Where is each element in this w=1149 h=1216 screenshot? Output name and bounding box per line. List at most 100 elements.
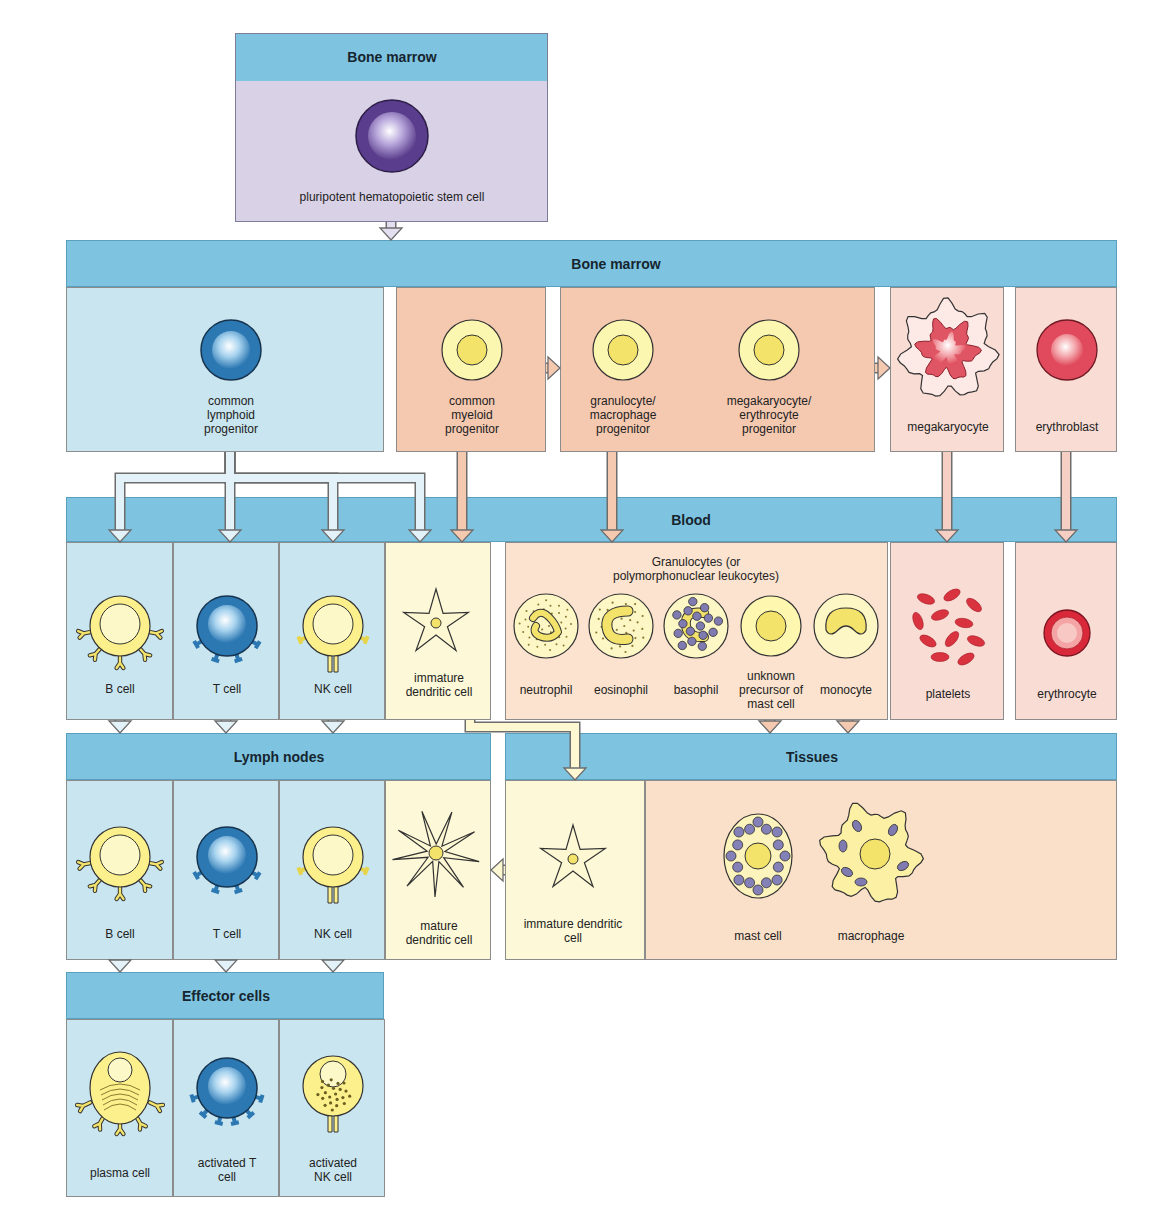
arrow-outline bbox=[1061, 452, 1072, 531]
cell-circle bbox=[208, 836, 246, 874]
label-slot: plasma cell bbox=[70, 1166, 170, 1180]
cell-circle bbox=[679, 620, 687, 628]
connector-fills bbox=[109, 222, 1077, 972]
cell-circle bbox=[558, 612, 560, 614]
cell-path bbox=[139, 879, 150, 891]
cell-circle bbox=[550, 631, 552, 633]
cell-path bbox=[252, 641, 260, 648]
cell-circle bbox=[100, 604, 140, 644]
arrow-shaft bbox=[222, 960, 230, 961]
cell-circle bbox=[341, 1096, 344, 1099]
cell-circle bbox=[637, 621, 639, 623]
cell-circle bbox=[566, 609, 568, 611]
cell-label: neutrophil bbox=[510, 683, 582, 697]
cell-path bbox=[334, 1115, 338, 1132]
cell-circle bbox=[528, 637, 530, 639]
cell-circle bbox=[780, 851, 790, 861]
cell-circle bbox=[617, 636, 619, 638]
label-slot: B cell bbox=[70, 927, 170, 941]
cell-circle bbox=[565, 616, 567, 618]
region-band: Lymph nodes bbox=[66, 733, 491, 780]
arrow-shaft bbox=[502, 866, 505, 874]
cell-path bbox=[826, 608, 866, 634]
cell-circle bbox=[623, 625, 625, 627]
cell-path bbox=[194, 872, 202, 879]
cell-circle bbox=[313, 604, 353, 644]
cell-circle bbox=[607, 630, 609, 632]
cell-panel: erythrocyte bbox=[1015, 542, 1117, 720]
arrow-shaft bbox=[1062, 452, 1070, 531]
label-slot: megakaryocyte/ erythrocyte progenitor bbox=[714, 394, 824, 436]
cell-circle bbox=[544, 644, 546, 646]
cell-eos bbox=[589, 594, 653, 658]
cell-circle bbox=[339, 1088, 342, 1091]
cell-path bbox=[136, 1117, 145, 1130]
arrow-shaft bbox=[943, 452, 951, 531]
cell-prec bbox=[741, 596, 801, 656]
cell-panel: common myeloid progenitor bbox=[396, 287, 546, 452]
cell-circle bbox=[714, 617, 722, 625]
label-slot: basophil bbox=[660, 683, 732, 697]
cell-ellipse bbox=[839, 840, 847, 852]
cell-circle bbox=[336, 1082, 339, 1085]
region-band: Effector cells bbox=[66, 972, 384, 1019]
cell-circle bbox=[689, 597, 697, 605]
cell-circle bbox=[745, 843, 771, 869]
cell-label: B cell bbox=[70, 927, 170, 941]
cell-path bbox=[607, 611, 628, 640]
cell-label: unknown precursor of mast cell bbox=[735, 669, 807, 711]
cell-path bbox=[231, 1116, 239, 1124]
cell-circle bbox=[550, 605, 552, 607]
arrow-outline bbox=[225, 452, 236, 531]
cell-path bbox=[933, 332, 966, 366]
cell-circle bbox=[537, 604, 539, 606]
cell-circle bbox=[631, 645, 633, 647]
cell-circle bbox=[429, 846, 443, 860]
cell-path bbox=[200, 1110, 208, 1118]
arrow-outline bbox=[875, 363, 879, 374]
cell-mega bbox=[898, 298, 1000, 396]
arrow-head bbox=[878, 357, 890, 379]
cell-circle bbox=[753, 817, 763, 827]
cell-panel: plasma cell bbox=[66, 1019, 173, 1197]
label-slot: platelets bbox=[896, 687, 1000, 701]
cell-label: macrophage bbox=[821, 929, 921, 943]
cell-ellipse bbox=[887, 823, 900, 837]
arrow-head bbox=[322, 530, 344, 542]
cell-label: NK cell bbox=[283, 682, 383, 696]
cell-circle bbox=[699, 631, 707, 639]
cell-circle bbox=[201, 320, 261, 380]
cell-path bbox=[77, 1102, 90, 1111]
source-box: Bone marrow pluripotent hematopoietic ste… bbox=[235, 33, 548, 222]
cell-circle bbox=[773, 840, 783, 850]
cell-circle bbox=[336, 1098, 339, 1101]
cell-circle bbox=[684, 607, 692, 615]
cell-circle bbox=[514, 594, 578, 658]
label-slot: NK cell bbox=[283, 682, 383, 696]
cell-path bbox=[117, 655, 124, 668]
cell-path bbox=[215, 1116, 223, 1124]
cell-circle bbox=[616, 629, 618, 631]
label-slot: Bone marrow bbox=[247, 48, 537, 66]
cell-circle bbox=[745, 824, 755, 834]
cell-circle bbox=[566, 636, 568, 638]
cell-circle bbox=[698, 642, 706, 650]
label-slot: unknown precursor of mast cell bbox=[735, 669, 807, 711]
cell-circle bbox=[761, 878, 771, 888]
cell-circle bbox=[664, 594, 728, 658]
label-slot: granulocyte/ macrophage progenitor bbox=[578, 394, 668, 436]
cell-label: pluripotent hematopoietic stem cell bbox=[242, 190, 542, 204]
cell-circle bbox=[334, 1092, 337, 1095]
cell-circle bbox=[606, 617, 608, 619]
cell-path bbox=[104, 1104, 136, 1110]
arrow-shaft bbox=[230, 452, 333, 531]
cell-circle bbox=[611, 647, 613, 649]
cell-path bbox=[246, 1110, 254, 1118]
arrow-shaft bbox=[222, 720, 230, 722]
cell-circle bbox=[734, 875, 744, 885]
cell-circle bbox=[527, 626, 529, 628]
label-slot: Granulocytes (or polymorphonuclear leuko… bbox=[601, 555, 791, 583]
region-heading: Bone marrow bbox=[247, 48, 537, 66]
cell-path bbox=[148, 631, 161, 638]
cell-circle bbox=[536, 623, 538, 625]
